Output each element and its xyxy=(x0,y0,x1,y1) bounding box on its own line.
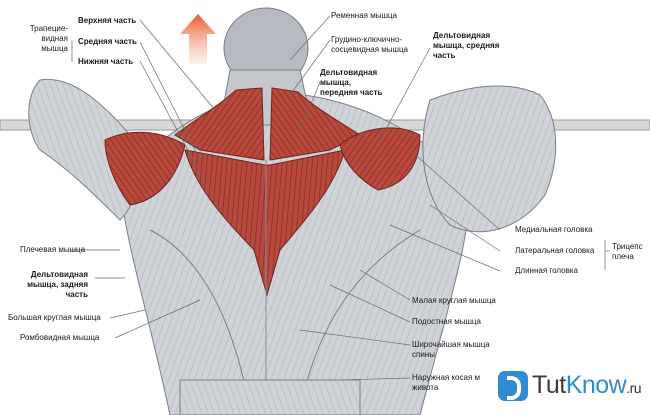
label-infraspinatus: Подостная мышца xyxy=(412,317,481,326)
leader-lines xyxy=(70,15,610,381)
label-delt-middle-line3: часть xyxy=(433,51,456,60)
label-ext-oblique-line1: Наружная косая м xyxy=(412,373,480,382)
deltoid-left xyxy=(104,131,186,206)
deltoid-right xyxy=(339,127,421,191)
label-trap-upper: Верхняя часть xyxy=(78,16,137,25)
tutknow-brand-text: TutKnow.ru xyxy=(532,370,642,403)
label-lats-line2: спины xyxy=(412,350,435,359)
label-delt-middle-line1: Дельтовидная xyxy=(433,31,491,40)
label-delt-middle-line2: мышца, средняя xyxy=(433,41,500,50)
tutknow-logo-icon xyxy=(498,371,528,401)
pants xyxy=(179,379,361,415)
label-rhomboid: Ромбовидная мышца xyxy=(20,333,100,342)
label-triceps: Трицепс плеча xyxy=(612,242,643,262)
brand-know: Know xyxy=(565,370,627,399)
label-trap-middle: Средняя часть xyxy=(78,37,137,46)
label-trapezius: Трапецие- видная мышца xyxy=(12,24,68,54)
label-delt-middle: Дельтовидная мышца, средняя часть xyxy=(433,31,499,61)
label-delt-rear: Дельтовидная мышца, задняя часть xyxy=(4,270,88,300)
label-splenius: Ременная мышца xyxy=(331,11,397,20)
trapezius-middle xyxy=(184,149,346,297)
label-triceps-long: Длинная головка xyxy=(515,266,578,275)
label-scm-line1: Грудино-ключично- xyxy=(331,35,403,44)
brand-ru: .ru xyxy=(626,379,642,396)
label-lats: Широчайшая мышца спины xyxy=(412,340,490,360)
label-delt-front-line2: мышца, xyxy=(320,78,352,87)
label-delt-front-line1: Дельтовидная xyxy=(320,68,378,77)
lats-left xyxy=(149,229,251,411)
label-scm: Грудино-ключично- сосцевидная мышца xyxy=(331,35,408,55)
label-brachialis: Плечевая мышца xyxy=(20,245,86,254)
right-arm xyxy=(422,85,557,233)
label-trapezius-line2: видная xyxy=(41,34,68,43)
brand-tut: Tut xyxy=(532,370,566,399)
label-scm-line2: сосцевидная мышца xyxy=(331,45,408,54)
label-delt-rear-line2: мышца, задняя xyxy=(27,280,88,289)
label-delt-front-line3: передняя часть xyxy=(320,88,383,97)
label-triceps-lateral: Латеральная головка xyxy=(515,246,595,255)
label-trap-lower: Нижняя часть xyxy=(78,57,134,66)
trapezius-upper xyxy=(174,87,265,161)
left-arm xyxy=(28,78,138,221)
label-delt-rear-line1: Дельтовидная xyxy=(30,270,88,279)
label-triceps-medial: Медиальная головка xyxy=(515,225,593,234)
label-triceps-line1: Трицепс xyxy=(612,242,643,251)
label-delt-front: Дельтовидная мышца, передняя часть xyxy=(320,68,382,98)
label-delt-rear-line3: часть xyxy=(65,290,88,299)
label-trapezius-line3: мышца xyxy=(41,44,68,53)
label-lats-line1: Широчайшая мышца xyxy=(412,340,490,349)
label-trapezius-line1: Трапецие- xyxy=(29,24,68,33)
tutknow-logo[interactable]: TutKnow.ru xyxy=(498,368,642,404)
label-triceps-line2: плеча xyxy=(612,252,634,261)
label-ext-oblique: Наружная косая м живота xyxy=(412,373,480,393)
label-ext-oblique-line2: живота xyxy=(412,383,439,392)
arrow-up-icon xyxy=(180,14,216,64)
label-teres-major: Большая круглая мышца xyxy=(8,313,101,322)
label-teres-minor: Малая круглая мышца xyxy=(412,296,496,305)
